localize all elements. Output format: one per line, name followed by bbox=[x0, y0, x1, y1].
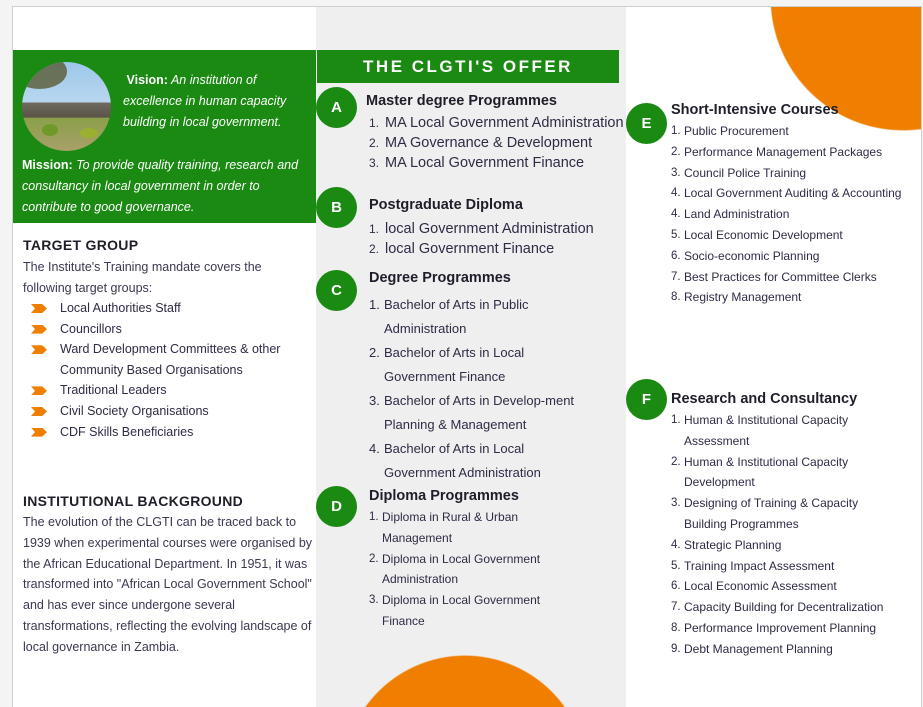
chevron-bullet-icon bbox=[31, 345, 47, 355]
list-item: 1.Bachelor of Arts in Public Administrat… bbox=[369, 297, 529, 336]
section-heading: Master degree Programmes bbox=[366, 93, 557, 109]
section-list: 1.local Government Administration 2.local… bbox=[369, 219, 624, 259]
campus-photo bbox=[22, 62, 111, 151]
list-item: 8.Registry Management bbox=[671, 290, 802, 305]
section-list: 1.Diploma in Rural & Urban Management 2.D… bbox=[369, 507, 569, 632]
list-item: 2.Diploma in Local Government Administra… bbox=[369, 551, 541, 587]
vision-statement: Vision: An institution of excellence in … bbox=[123, 73, 287, 129]
chevron-bullet-icon bbox=[31, 427, 47, 437]
list-item: 2.Human & Institutional Capacity Develop… bbox=[671, 454, 849, 490]
list-item: 2.local Government Finance bbox=[369, 241, 555, 257]
section-heading: Postgraduate Diploma bbox=[369, 197, 523, 213]
list-item: 9.Debt Management Planning bbox=[671, 641, 833, 656]
chevron-bullet-icon bbox=[31, 386, 47, 396]
list-item: 4.Bachelor of Arts in Local Government A… bbox=[369, 441, 541, 480]
list-item: 5.Local Economic Development bbox=[671, 227, 843, 242]
list-item: 3.Designing of Training & Capacity Build… bbox=[671, 496, 859, 531]
vision-mission-box: Vision: An institution of excellence in … bbox=[13, 50, 316, 223]
section-heading: Diploma Programmes bbox=[369, 488, 519, 504]
list-item: 6.Socio-economic Planning bbox=[671, 248, 820, 263]
target-group-item: CDF Skills Beneficiaries bbox=[31, 422, 316, 443]
list-item: 8.Performance Improvement Planning bbox=[671, 620, 877, 635]
offer-title: THE CLGTI'S OFFER bbox=[317, 50, 619, 83]
target-group-item: Traditional Leaders bbox=[31, 380, 316, 401]
center-panel bbox=[316, 7, 626, 707]
list-item: 3.Bachelor of Arts in Develop-ment Plann… bbox=[369, 393, 575, 432]
target-group-intro: The Institute's Training mandate covers … bbox=[23, 260, 262, 295]
list-item: 1.Public Procurement bbox=[671, 124, 789, 138]
list-item: 2.Bachelor of Arts in Local Government F… bbox=[369, 345, 525, 384]
section-badge-c: C bbox=[316, 270, 357, 311]
list-item: 7.Capacity Building for Decentralization bbox=[671, 600, 884, 615]
section-badge-f: F bbox=[626, 379, 667, 420]
background-text: The evolution of the CLGTI can be traced… bbox=[23, 515, 313, 654]
chevron-bullet-icon bbox=[31, 406, 47, 416]
section-badge-b: B bbox=[316, 187, 357, 228]
chevron-bullet-icon bbox=[31, 324, 47, 334]
list-item: 4.Strategic Planning bbox=[671, 537, 782, 552]
list-item: 6.Local Economic Assessment bbox=[671, 579, 837, 594]
list-item: 4.Local Government Auditing & Accounting bbox=[671, 186, 902, 201]
chevron-bullet-icon bbox=[31, 304, 47, 313]
decorative-orange-circle bbox=[770, 7, 921, 131]
list-item: 2.Performance Management Packages bbox=[671, 144, 883, 159]
list-item: 3.Diploma in Local Government Finance bbox=[369, 593, 541, 628]
section-badge-a: A bbox=[316, 87, 357, 128]
target-group-heading: TARGET GROUP bbox=[23, 237, 139, 253]
list-item: 1.Human & Institutional Capacity Assessm… bbox=[671, 413, 849, 448]
section-list: 1.Human & Institutional Capacity Assessm… bbox=[671, 410, 891, 660]
section-heading: Degree Programmes bbox=[369, 270, 511, 286]
section-list: 1.Public Procurement 2.Performance Manage… bbox=[671, 121, 916, 308]
section-badge-e: E bbox=[626, 103, 667, 144]
section-badge-d: D bbox=[316, 486, 357, 527]
list-item: 5.Training Impact Assessment bbox=[671, 558, 835, 573]
list-item: 1.local Government Administration bbox=[369, 221, 594, 237]
mission-statement: Mission: To provide quality training, re… bbox=[22, 158, 299, 214]
section-list: 1.Bachelor of Arts in Public Administrat… bbox=[369, 293, 584, 485]
list-item: 3.Council Police Training bbox=[671, 165, 807, 180]
list-item: 2.MA Governance & Development bbox=[369, 135, 593, 151]
list-item: 1.Diploma in Rural & Urban Management bbox=[369, 510, 519, 545]
target-group-item: Civil Society Organisations bbox=[31, 401, 316, 422]
target-group-item: Local Authorities Staff bbox=[31, 298, 316, 319]
list-item: 4.Land Administration bbox=[671, 207, 790, 222]
list-item: 3.MA Local Government Finance bbox=[369, 155, 585, 171]
list-item: 1.MA Local Government Administration bbox=[369, 115, 624, 131]
section-heading: Research and Consultancy bbox=[671, 391, 858, 407]
decorative-orange-circle bbox=[342, 655, 588, 707]
list-item: 7.Best Practices for Committee Clerks bbox=[671, 269, 877, 284]
target-group-item: Councillors bbox=[31, 319, 316, 340]
brochure-page: Vision: An institution of excellence in … bbox=[12, 6, 922, 707]
target-group-item: Ward Development Committees & other Comm… bbox=[31, 339, 316, 380]
section-heading: Short-Intensive Courses bbox=[671, 102, 839, 118]
background-heading: INSTITUTIONAL BACKGROUND bbox=[23, 493, 244, 509]
section-list: 1.MA Local Government Administration 2.MA… bbox=[369, 113, 629, 173]
